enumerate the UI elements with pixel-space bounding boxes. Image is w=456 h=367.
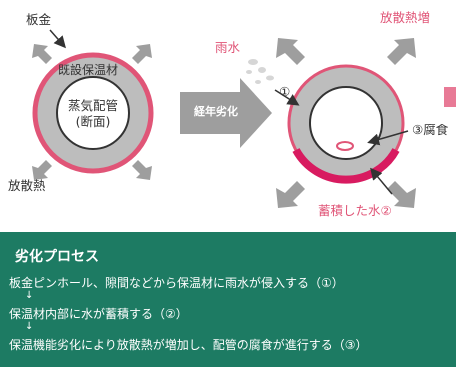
heat-arrow-sw [32, 160, 52, 180]
pipe-label-line1: 蒸気配管 [67, 98, 118, 113]
accumulated-water [292, 147, 400, 184]
corrosion-label: ③腐食 [412, 124, 449, 137]
aging-arrow-shape [180, 78, 272, 148]
right-heat-arrows [276, 38, 416, 208]
corrosion-pointer [367, 130, 409, 146]
left-heat-arrows [32, 44, 152, 180]
process-step-2: 保温材内部に水が蓄積する（②） [9, 307, 188, 321]
rain-entry-pointer [274, 89, 300, 106]
sheet-metal-pointer [49, 29, 66, 49]
heat-arrow-sw-large [276, 181, 305, 208]
insulation-label: 既設保温材 [58, 63, 119, 77]
rain-water-label: 雨水 [215, 40, 241, 55]
process-step-3: 保温機能劣化により放散熱が増加し、配管の腐食が進行する（③） [9, 338, 368, 352]
pipe-label-line2: (断面) [75, 114, 111, 129]
deterioration-process-panel: 劣化プロセス 板金ピンホール、隙間などから保温材に雨水が侵入する（①） ↓ 保温… [0, 232, 456, 367]
heat-arrow-nw [32, 44, 52, 64]
deterioration-diagram: 板金 既設保温材 蒸気配管 (断面) 放散熱 経年劣化 雨水 放散熱増 ① ③腐… [8, 10, 456, 218]
heat-arrow-se [132, 160, 152, 180]
heat-arrow-ne [132, 44, 152, 64]
heat-release-label: 放散熱 [8, 178, 46, 193]
left-steam-pipe [56, 76, 130, 150]
rain-drops [246, 59, 274, 84]
heat-increase-label: 放散熱増 [380, 10, 431, 25]
process-title: 劣化プロセス [15, 249, 99, 265]
water-pointer [370, 167, 393, 195]
accumulated-water-label: 蓄積した水② [318, 203, 392, 218]
aging-arrow-label: 経年劣化 [194, 105, 238, 118]
process-arrow-2: ↓ [25, 321, 34, 332]
process-arrow-1: ↓ [25, 290, 34, 301]
heat-arrow-nw-large [276, 38, 305, 65]
heat-arrow-ne-large [387, 38, 416, 65]
sheet-metal-label: 板金 [26, 12, 52, 27]
marker-1-label: ① [279, 84, 291, 99]
page-tab-marker [444, 87, 456, 107]
diagram-graphics [32, 29, 456, 208]
process-step-1: 板金ピンホール、隙間などから保温材に雨水が侵入する（①） [9, 276, 344, 290]
corrosion-spot [336, 141, 354, 151]
right-steam-pipe [309, 86, 383, 160]
heat-arrow-se-large [387, 181, 416, 208]
